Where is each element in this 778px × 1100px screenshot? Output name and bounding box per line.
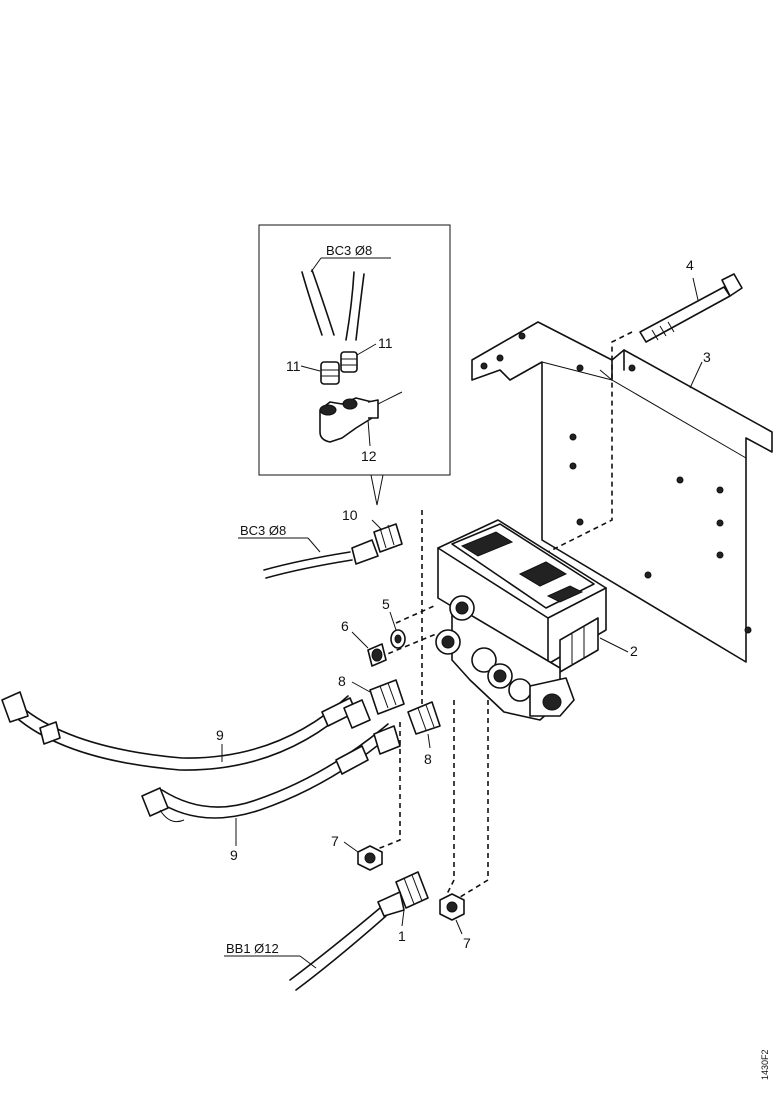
nut-7-right: 7 [439,893,471,951]
leader-12 [367,419,371,447]
leader-7b [455,919,463,935]
bracket-holes [480,332,752,634]
callout-12: 12 [361,448,377,464]
callout-6: 6 [341,618,349,634]
leader-5 [389,611,397,631]
callout-1: 1 [398,928,406,944]
connector-10-assembly: 10 BC3 Ø8 [238,507,403,579]
main-line-leader [307,537,321,553]
leader-3 [689,361,703,389]
leader-10 [371,519,383,531]
callout-8b: 8 [424,751,432,767]
callout-7b: 7 [463,935,471,951]
supply-line-leader [299,955,317,969]
leader-11a [300,365,321,372]
bc3-tube [263,551,353,579]
inset-fitting-left [320,361,340,385]
callout-9b: 9 [230,847,238,863]
washer-5: 5 [382,596,406,649]
fitting-8-lower: 8 [407,701,441,767]
leader-11b [356,343,377,356]
valve-unit: 2 [435,519,638,721]
nut-7-left: 7 [331,833,383,871]
mounting-bracket: 3 [471,321,773,663]
callout-4: 4 [686,257,694,273]
drawing-code: 1430F2 [760,1049,770,1080]
mounting-bolt: 4 [639,257,743,343]
detail-inset-frame [258,224,451,476]
callout-11a: 11 [286,358,301,374]
detail-inset: BC3 Ø8 11 11 12 [258,224,451,506]
detail-inset-pointer [370,474,384,506]
fitting-1 [395,871,429,909]
leader-8b [427,733,431,749]
inset-line-label: BC3 Ø8 [326,243,372,258]
hose-9-lower: 9 [141,723,401,863]
inset-fitting-right [340,351,358,373]
callout-9a: 9 [216,727,224,743]
leader-7a [343,841,359,853]
inset-tee-connector [319,391,403,443]
fitting-8-upper: 8 [338,673,405,715]
plug-6: 6 [341,618,387,667]
leader-6 [351,631,369,649]
bb1-tube [289,907,387,991]
leader-2 [599,637,629,653]
hose-9-upper: 9 [1,691,371,771]
callout-3: 3 [703,349,711,365]
connector-10 [373,523,403,553]
inset-tubes [301,269,365,341]
main-line-label: BC3 Ø8 [240,523,286,538]
leader-1 [401,909,405,927]
leader-8a [351,681,371,693]
callout-8a: 8 [338,673,346,689]
supply-line-label: BB1 Ø12 [226,941,279,956]
leader-4 [692,277,699,301]
callout-10: 10 [342,507,358,523]
callout-2: 2 [630,643,638,659]
callout-7a: 7 [331,833,339,849]
fitting-1-assembly: 1 BB1 Ø12 [224,871,429,991]
callout-5: 5 [382,596,390,612]
callout-11b: 11 [378,335,393,351]
